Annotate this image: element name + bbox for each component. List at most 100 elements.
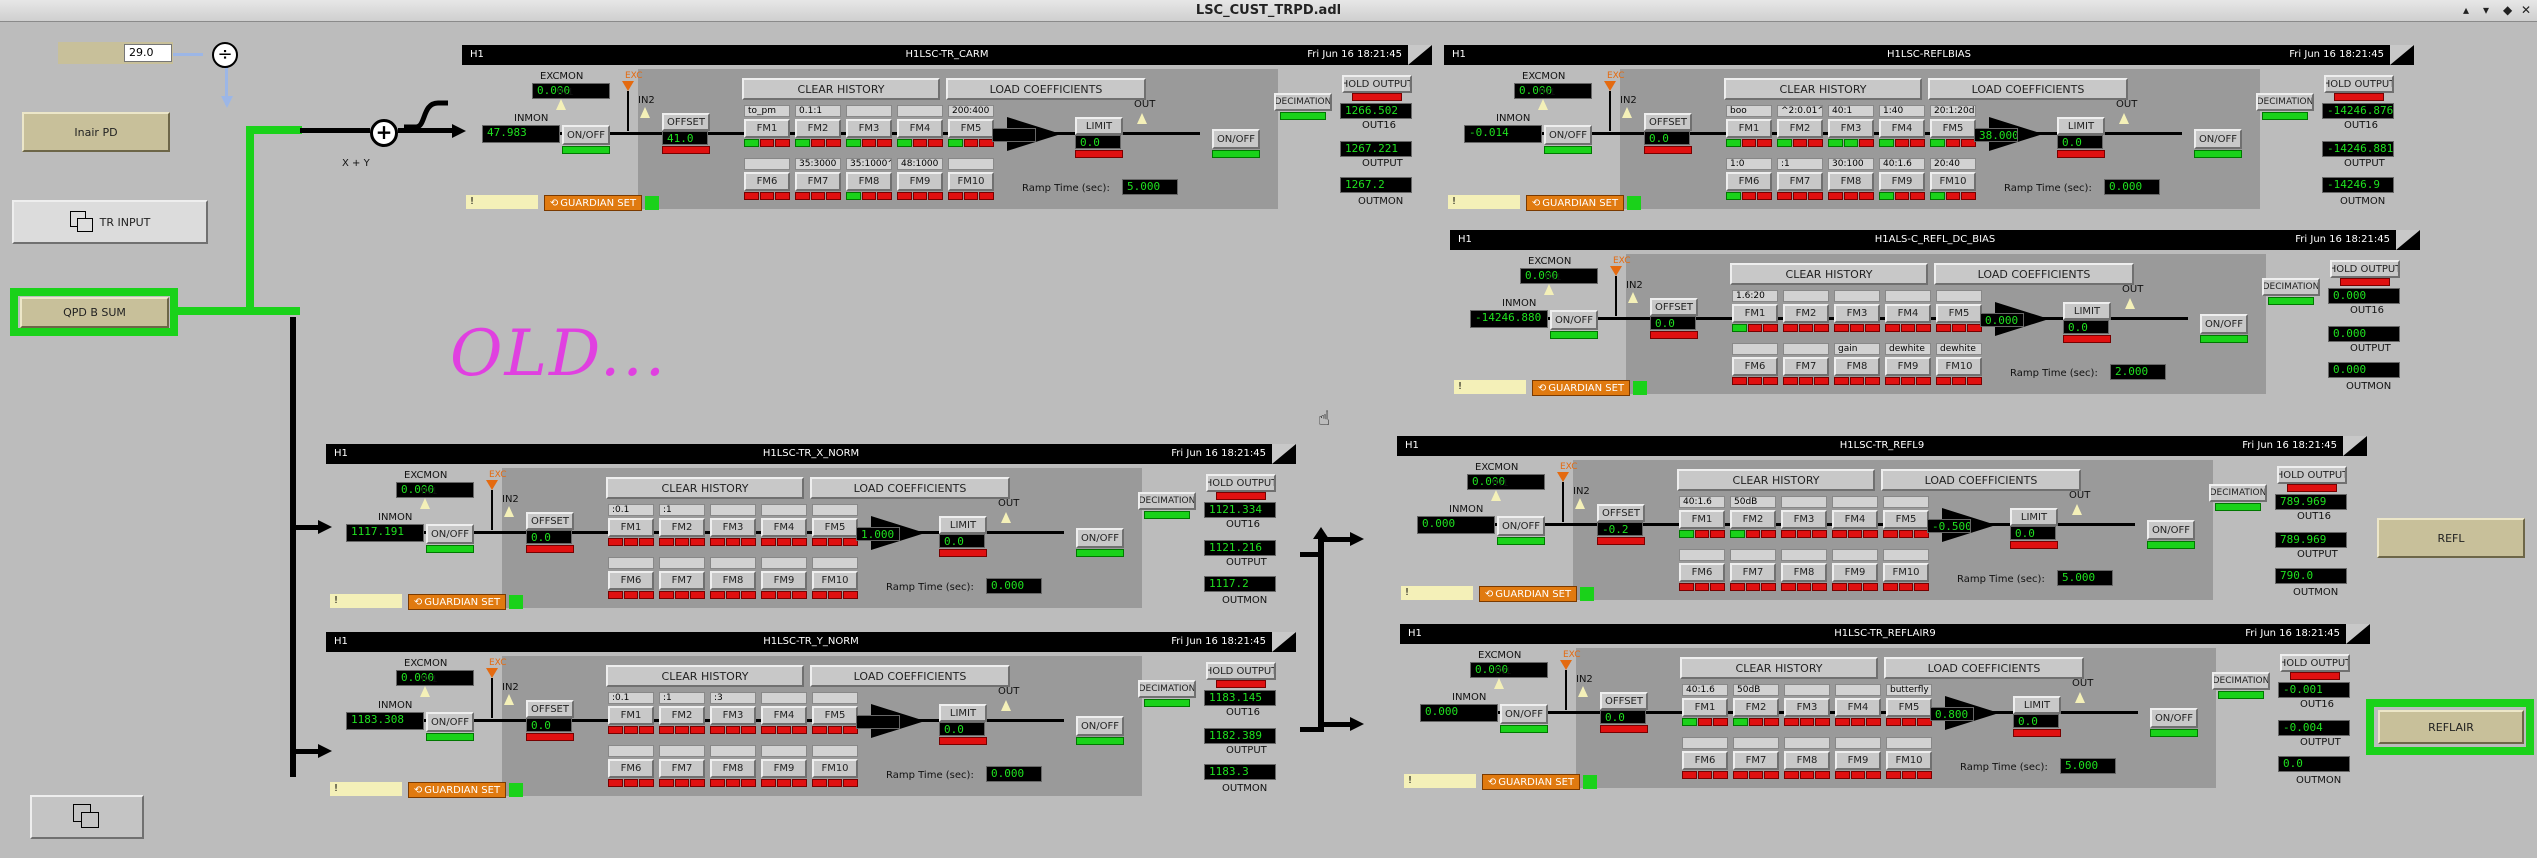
fm8-button[interactable]: FM8 xyxy=(710,759,756,778)
excitation-input[interactable]: ! xyxy=(330,594,402,608)
out-onoff-button[interactable]: ON/OFF xyxy=(1212,129,1260,149)
window-icon-button[interactable] xyxy=(30,795,144,839)
fm2-button[interactable]: FM2 xyxy=(1783,304,1829,323)
fm7-button[interactable]: FM7 xyxy=(1783,357,1829,376)
fm2-button[interactable]: FM2 xyxy=(659,518,705,537)
ramp-value[interactable]: 0.000 xyxy=(986,578,1042,594)
limit-button[interactable]: LIMIT xyxy=(939,704,987,722)
ramp-value[interactable]: 5.000 xyxy=(1122,179,1178,195)
clear-history-button[interactable]: CLEAR HISTORY xyxy=(1680,657,1878,679)
fm9-button[interactable]: FM9 xyxy=(1832,563,1878,582)
fm5-button[interactable]: FM5 xyxy=(812,706,858,725)
fm10-button[interactable]: FM10 xyxy=(812,759,858,778)
fm7-button[interactable]: FM7 xyxy=(659,571,705,590)
fm5-button[interactable]: FM5 xyxy=(812,518,858,537)
fm10-button[interactable]: FM10 xyxy=(1930,172,1976,191)
ramp-value[interactable]: 5.000 xyxy=(2057,570,2113,586)
limit-button[interactable]: LIMIT xyxy=(2063,302,2111,320)
fm10-button[interactable]: FM10 xyxy=(1936,357,1982,376)
excitation-input[interactable]: ! xyxy=(1404,774,1476,788)
hold-output-button[interactable]: HOLD OUTPUT xyxy=(1206,474,1276,492)
fm8-button[interactable]: FM8 xyxy=(1828,172,1874,191)
fm6-button[interactable]: FM6 xyxy=(1726,172,1772,191)
excitation-input[interactable]: ! xyxy=(330,782,402,796)
out-onoff-button[interactable]: ON/OFF xyxy=(2194,129,2242,149)
load-coefficients-button[interactable]: LOAD COEFFICIENTS xyxy=(946,78,1146,100)
fm10-button[interactable]: FM10 xyxy=(1883,563,1929,582)
fm3-button[interactable]: FM3 xyxy=(846,119,892,138)
excitation-input[interactable]: ! xyxy=(1401,586,1473,600)
fm4-button[interactable]: FM4 xyxy=(1835,698,1881,717)
fm1-button[interactable]: FM1 xyxy=(744,119,790,138)
fm1-button[interactable]: FM1 xyxy=(608,706,654,725)
tr-input-button[interactable]: TR INPUT xyxy=(12,200,208,244)
load-coefficients-button[interactable]: LOAD COEFFICIENTS xyxy=(1928,78,2128,100)
fm6-button[interactable]: FM6 xyxy=(608,759,654,778)
decimation-button[interactable]: DECIMATION xyxy=(2212,672,2270,690)
hold-output-button[interactable]: HOLD OUTPUT xyxy=(2324,75,2394,93)
fm1-button[interactable]: FM1 xyxy=(1726,119,1772,138)
fm6-button[interactable]: FM6 xyxy=(608,571,654,590)
fm3-button[interactable]: FM3 xyxy=(1834,304,1880,323)
limit-button[interactable]: LIMIT xyxy=(1075,117,1123,135)
refl-button[interactable]: REFL xyxy=(2377,518,2525,558)
clear-history-button[interactable]: CLEAR HISTORY xyxy=(606,477,804,499)
fm7-button[interactable]: FM7 xyxy=(1733,751,1779,770)
load-coefficients-button[interactable]: LOAD COEFFICIENTS xyxy=(810,665,1010,687)
load-coefficients-button[interactable]: LOAD COEFFICIENTS xyxy=(1881,469,2081,491)
fm2-button[interactable]: FM2 xyxy=(795,119,841,138)
load-coefficients-button[interactable]: LOAD COEFFICIENTS xyxy=(1884,657,2084,679)
guardian-set-button[interactable]: ⟲GUARDIAN SET xyxy=(1526,195,1624,211)
out-onoff-button[interactable]: ON/OFF xyxy=(2150,708,2198,728)
guardian-set-button[interactable]: ⟲GUARDIAN SET xyxy=(408,782,506,798)
decimation-button[interactable]: DECIMATION xyxy=(1138,680,1196,698)
fm8-button[interactable]: FM8 xyxy=(846,172,892,191)
fm9-button[interactable]: FM9 xyxy=(1835,751,1881,770)
reflair-button[interactable]: REFLAIR xyxy=(2378,710,2524,744)
fm2-button[interactable]: FM2 xyxy=(1730,510,1776,529)
value-input[interactable]: 29.0 xyxy=(124,44,172,62)
ramp-value[interactable]: 0.000 xyxy=(986,766,1042,782)
fm8-button[interactable]: FM8 xyxy=(1784,751,1830,770)
fm8-button[interactable]: FM8 xyxy=(1834,357,1880,376)
fm2-button[interactable]: FM2 xyxy=(659,706,705,725)
clear-history-button[interactable]: CLEAR HISTORY xyxy=(606,665,804,687)
hold-output-button[interactable]: HOLD OUTPUT xyxy=(2280,654,2350,672)
decimation-button[interactable]: DECIMATION xyxy=(2262,278,2320,296)
fm7-button[interactable]: FM7 xyxy=(659,759,705,778)
fm7-button[interactable]: FM7 xyxy=(1730,563,1776,582)
guardian-set-button[interactable]: ⟲GUARDIAN SET xyxy=(1532,380,1630,396)
onoff-button[interactable]: ON/OFF xyxy=(1497,516,1545,536)
hold-output-button[interactable]: HOLD OUTPUT xyxy=(1206,662,1276,680)
out-onoff-button[interactable]: ON/OFF xyxy=(1076,716,1124,736)
fm3-button[interactable]: FM3 xyxy=(710,518,756,537)
hold-output-button[interactable]: HOLD OUTPUT xyxy=(1342,75,1412,93)
out-onoff-button[interactable]: ON/OFF xyxy=(1076,528,1124,548)
fm8-button[interactable]: FM8 xyxy=(1781,563,1827,582)
onoff-button[interactable]: ON/OFF xyxy=(1550,310,1598,330)
fm3-button[interactable]: FM3 xyxy=(1784,698,1830,717)
offset-button[interactable]: OFFSET xyxy=(1597,504,1645,522)
fm9-button[interactable]: FM9 xyxy=(897,172,943,191)
out-onoff-button[interactable]: ON/OFF xyxy=(2147,520,2195,540)
offset-button[interactable]: OFFSET xyxy=(526,512,574,530)
fm4-button[interactable]: FM4 xyxy=(1879,119,1925,138)
fm7-button[interactable]: FM7 xyxy=(795,172,841,191)
fm4-button[interactable]: FM4 xyxy=(897,119,943,138)
hold-output-button[interactable]: HOLD OUTPUT xyxy=(2330,260,2400,278)
guardian-set-button[interactable]: ⟲GUARDIAN SET xyxy=(544,195,642,211)
limit-button[interactable]: LIMIT xyxy=(2057,117,2105,135)
fm10-button[interactable]: FM10 xyxy=(812,571,858,590)
guardian-set-button[interactable]: ⟲GUARDIAN SET xyxy=(1479,586,1577,602)
fm4-button[interactable]: FM4 xyxy=(1832,510,1878,529)
fm9-button[interactable]: FM9 xyxy=(1885,357,1931,376)
offset-button[interactable]: OFFSET xyxy=(526,700,574,718)
load-coefficients-button[interactable]: LOAD COEFFICIENTS xyxy=(1934,263,2134,285)
ramp-value[interactable]: 5.000 xyxy=(2060,758,2116,774)
clear-history-button[interactable]: CLEAR HISTORY xyxy=(1730,263,1928,285)
hold-output-button[interactable]: HOLD OUTPUT xyxy=(2277,466,2347,484)
fm9-button[interactable]: FM9 xyxy=(1879,172,1925,191)
fm5-button[interactable]: FM5 xyxy=(1930,119,1976,138)
fm10-button[interactable]: FM10 xyxy=(948,172,994,191)
clear-history-button[interactable]: CLEAR HISTORY xyxy=(742,78,940,100)
